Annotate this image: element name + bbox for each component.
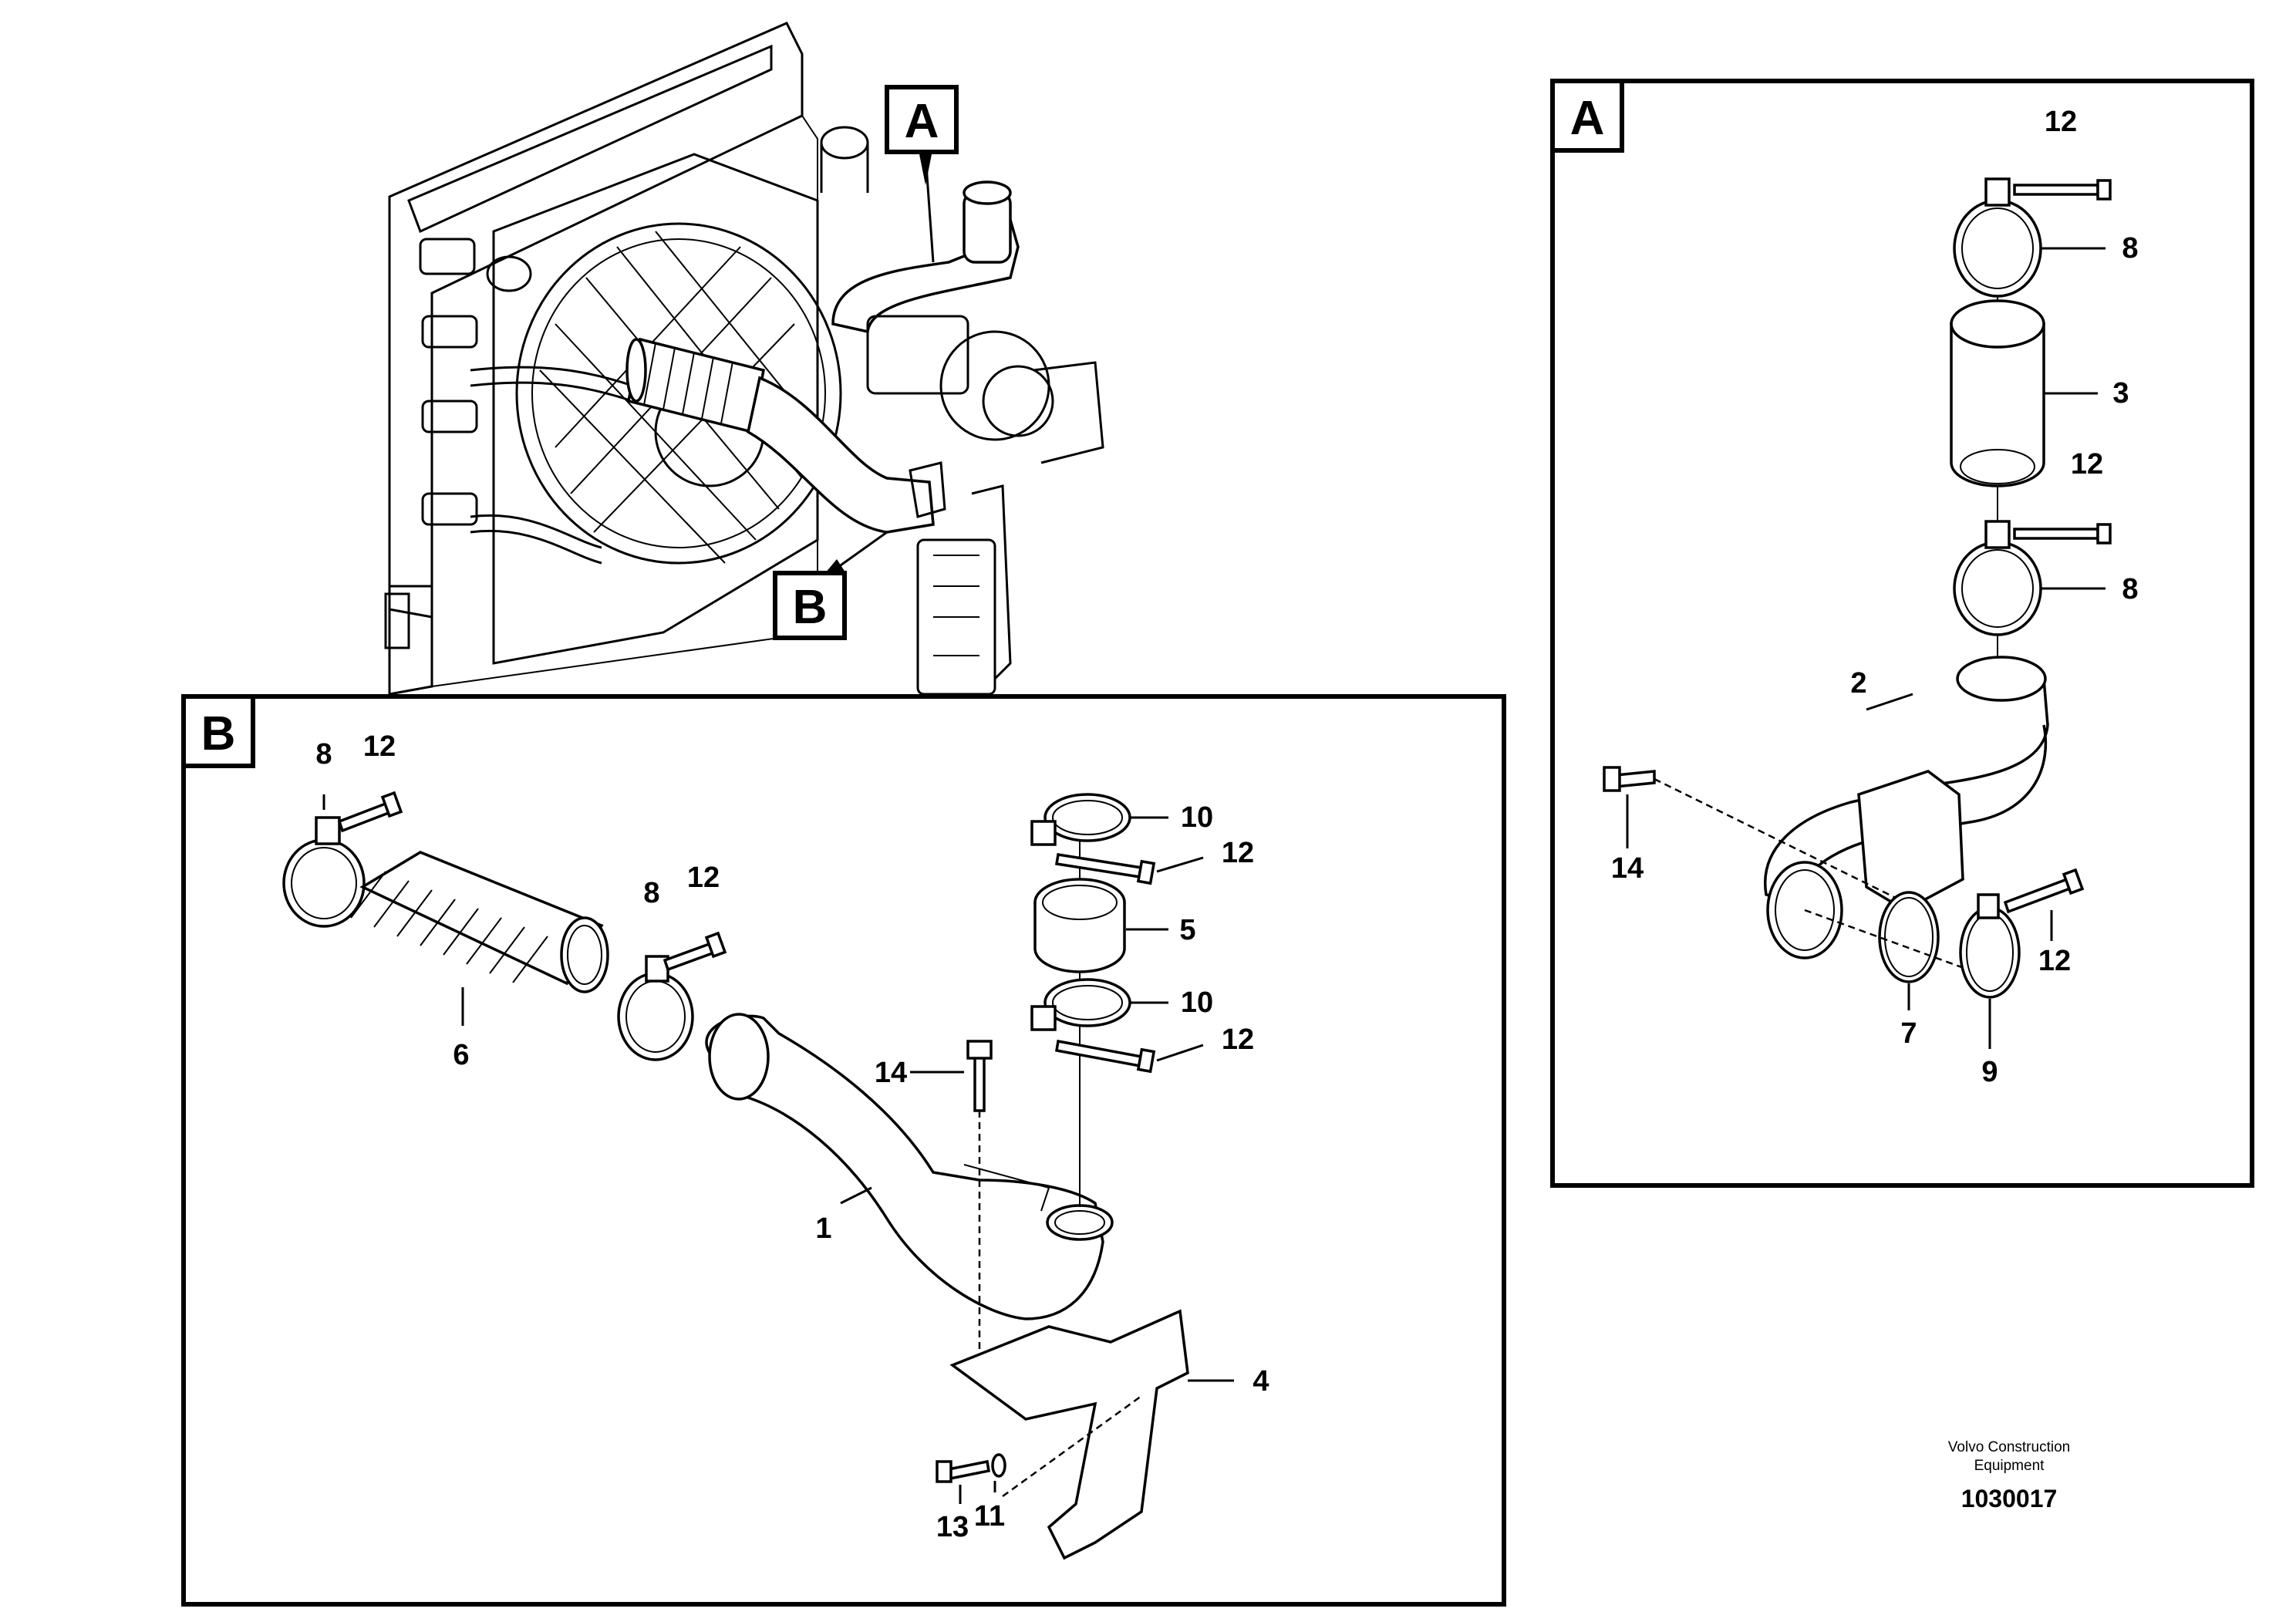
document-number: 1030017 (1961, 1485, 2058, 1512)
panel-b-label-11: 11 (974, 1500, 1005, 1533)
panel-b: B (181, 694, 1506, 1607)
panel-a-label-12-right: 12 (2038, 945, 2071, 977)
panel-b-label-12-left: 12 (363, 730, 396, 763)
panel-b-label-6: 6 (453, 1039, 469, 1071)
overview-callout-b: B (793, 581, 828, 634)
panel-a-label-9: 9 (1981, 1056, 1998, 1088)
panel-a-label-14: 14 (1611, 852, 1644, 885)
panel-b-label-5: 5 (1179, 914, 1195, 946)
panel-b-label-12-top-right: 12 (1222, 837, 1254, 869)
panel-b-letter: B (201, 707, 236, 760)
panel-b-label-10-top: 10 (1181, 801, 1213, 834)
panel-a-letter: A (1570, 92, 1605, 145)
overview-assembly: A B (384, 22, 1104, 696)
panel-b-label-10-bottom: 10 (1181, 986, 1213, 1019)
credit-line-2: Equipment (1974, 1458, 2045, 1474)
credit-block: Volvo Construction Equipment 1030017 (1948, 1439, 2070, 1512)
panel-a-label-2: 2 (1850, 667, 1866, 700)
panel-b-label-8-mid: 8 (643, 877, 659, 909)
panel-a-label-8-top: 8 (2122, 232, 2138, 265)
panel-a-label-3: 3 (2112, 377, 2129, 410)
panel-b-label-8-left: 8 (315, 738, 332, 771)
overview-callout-a: A (905, 95, 939, 148)
panel-b-label-12-mid: 12 (687, 862, 720, 894)
panel-b-label-1: 1 (815, 1212, 831, 1245)
panel-b-label-14: 14 (875, 1057, 907, 1089)
credit-line-1: Volvo Construction (1948, 1439, 2070, 1455)
panel-b-label-12-bottom-right: 12 (1222, 1023, 1254, 1056)
panel-b-label-4: 4 (1253, 1365, 1269, 1398)
panel-a: A (1550, 79, 2254, 1188)
panel-a-label-12-mid: 12 (2071, 448, 2103, 481)
panel-a-label-12-top: 12 (2045, 106, 2077, 138)
panel-b-label-13: 13 (936, 1511, 969, 1543)
panel-a-label-7: 7 (1900, 1017, 1917, 1050)
panel-a-label-8-mid: 8 (2122, 573, 2138, 605)
